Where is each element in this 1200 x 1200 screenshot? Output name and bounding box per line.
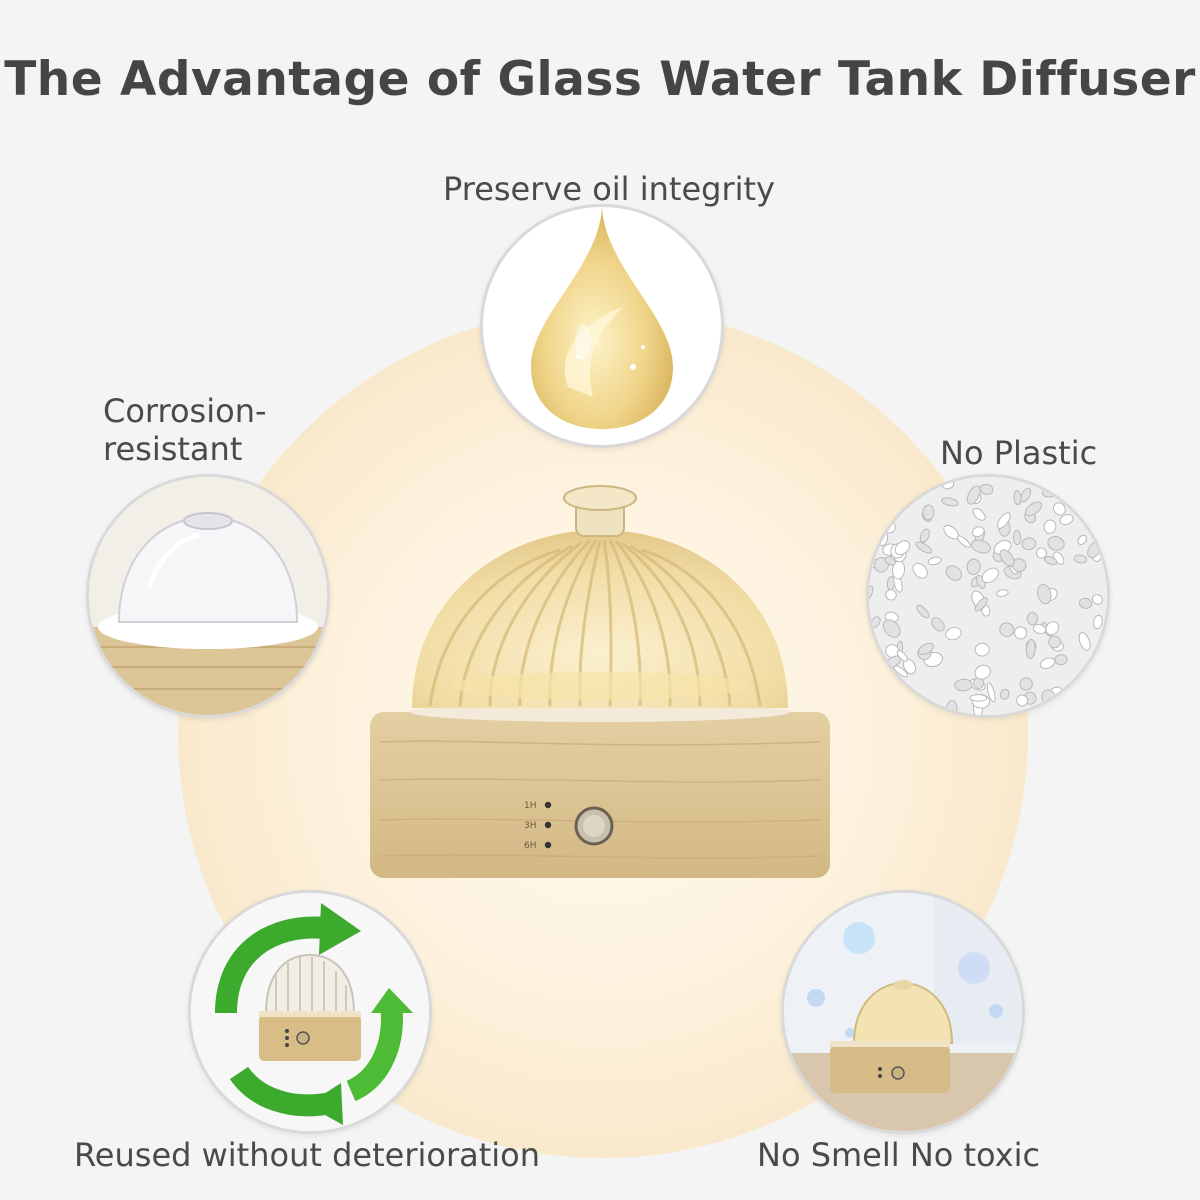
recycle-arrows-icon xyxy=(191,893,429,1131)
no-smell-image xyxy=(781,890,1025,1134)
feature-label-reused: Reused without deterioration xyxy=(74,1136,540,1174)
oil-drop-icon xyxy=(531,207,673,429)
page-title: The Advantage of Glass Water Tank Diffus… xyxy=(4,52,1196,107)
feature-label-no-smell: No Smell No toxic xyxy=(757,1136,1041,1174)
feature-label-corrosion-resistant: Corrosion- resistant xyxy=(103,392,267,468)
power-knob-icon[interactable] xyxy=(574,806,614,846)
timer-label-1h: 1H xyxy=(524,801,537,811)
timer-indicator: 1H 3H 6H xyxy=(524,801,552,851)
feature-label-no-plastic: No Plastic xyxy=(940,434,1098,472)
reuse-image xyxy=(188,890,432,1134)
timer-led-3h xyxy=(544,821,552,829)
feature-label-oil-integrity: Preserve oil integrity xyxy=(443,170,775,208)
timer-label-3h: 3H xyxy=(524,821,537,831)
diffuser-product-image: 1H 3H 6H xyxy=(360,480,840,890)
glass-dome-image xyxy=(86,474,330,718)
bubbles-icon xyxy=(784,893,1022,1131)
oil-drop-image xyxy=(480,204,724,448)
timer-led-1h xyxy=(544,801,552,809)
pellets-icon xyxy=(869,477,1107,715)
glass-dome-icon xyxy=(89,477,327,715)
timer-led-6h xyxy=(544,841,552,849)
plastic-pellets-image xyxy=(866,474,1110,718)
timer-label-6h: 6H xyxy=(524,841,537,851)
